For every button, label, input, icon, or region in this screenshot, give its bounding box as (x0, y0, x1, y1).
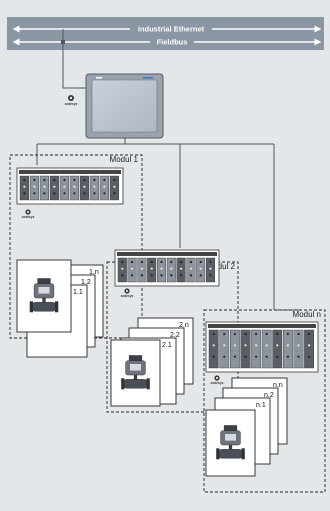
device-card-label: 1.1 (73, 289, 83, 296)
module-label: Modul n (293, 310, 321, 319)
control-panel (86, 74, 163, 138)
io-rack (115, 250, 219, 286)
device-card-label: n.1 (256, 402, 266, 409)
io-rack (17, 168, 123, 204)
codesys-logo: codesys (121, 288, 134, 298)
codesys-logo: codesys (22, 209, 35, 219)
device-card-label: 2.1 (162, 342, 172, 349)
module-label: Modul 1 (110, 155, 139, 164)
svg-text:codesys: codesys (65, 102, 78, 106)
codesys-logo-text: codesys (211, 381, 224, 385)
ethernet-label: Industrial Ethernet (138, 25, 205, 34)
io-rack (206, 322, 318, 372)
fieldbus-label: Fieldbus (157, 38, 188, 47)
codesys-logo-text: codesys (121, 294, 134, 298)
codesys-logo-text: codesys (22, 215, 35, 219)
panel-codesys-logo: codesys (65, 95, 78, 106)
codesys-logo: codesys (211, 375, 224, 385)
